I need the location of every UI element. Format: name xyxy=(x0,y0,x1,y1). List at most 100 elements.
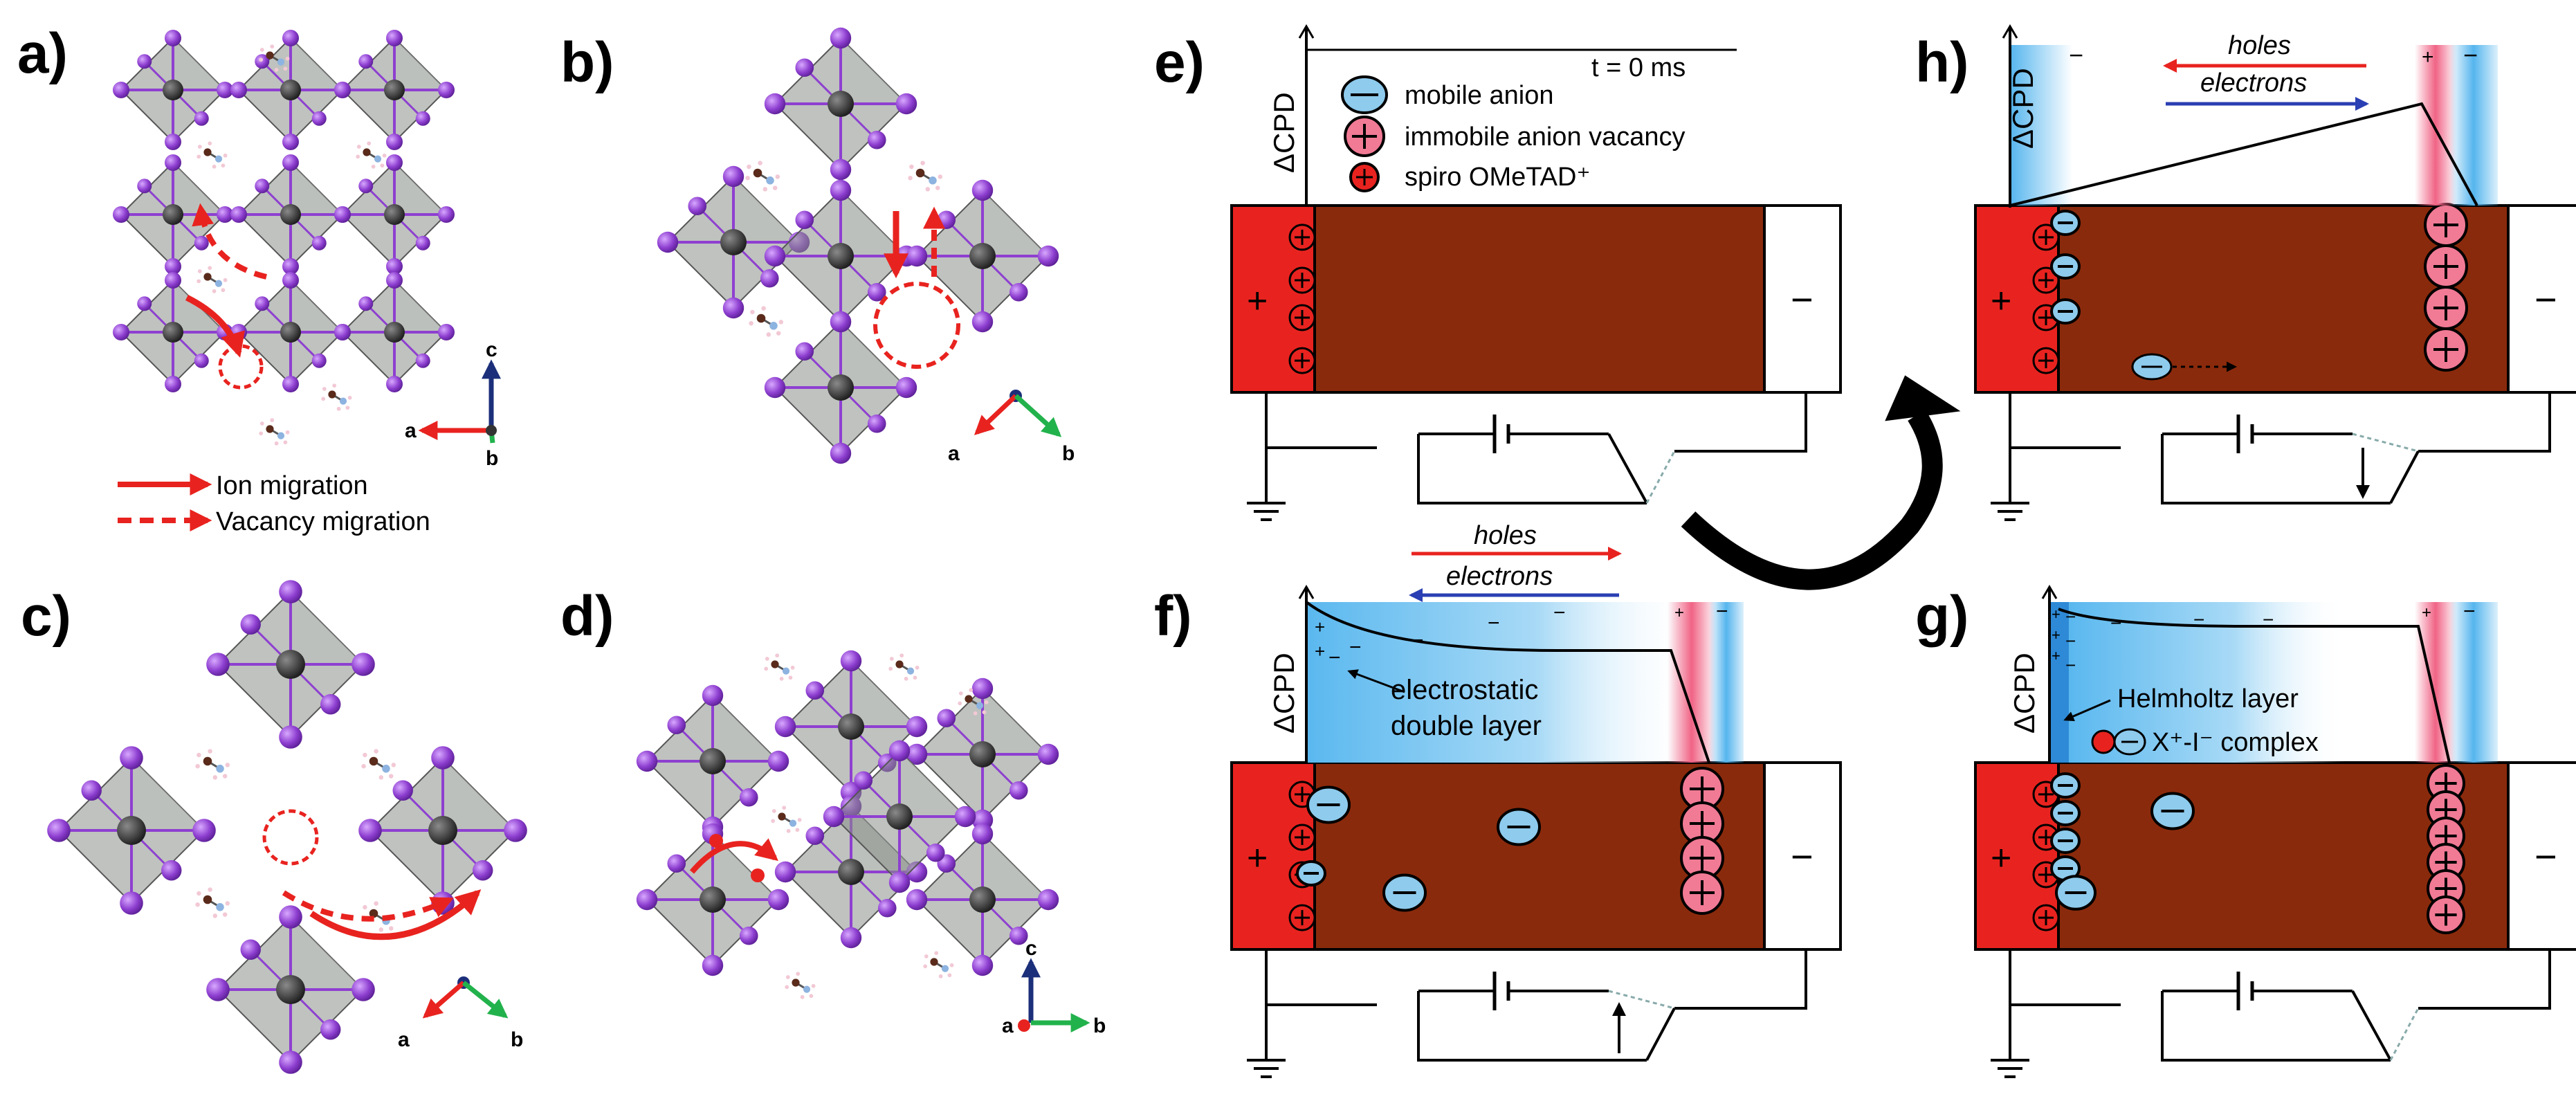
iodide-atom xyxy=(230,82,247,98)
iodide-atom xyxy=(386,272,403,289)
iodide-atom xyxy=(415,111,430,126)
methylammonium xyxy=(361,749,396,780)
device-panel-f: f) ΔCPD + + − − − − − + − electrostatic … xyxy=(1154,521,1744,763)
iodide-atom xyxy=(877,898,897,918)
svg-text:+: + xyxy=(2052,626,2061,644)
iodide-atom xyxy=(739,788,758,807)
iodide-atom xyxy=(320,694,341,715)
lead-atom xyxy=(280,80,301,100)
octahedron xyxy=(206,580,375,749)
anion-vacancy xyxy=(2424,203,2468,247)
migration-legend: Ion migration Vacancy migration xyxy=(118,471,430,536)
iodide-atom xyxy=(206,653,230,676)
octahedron xyxy=(113,154,233,275)
iodide-atom xyxy=(764,93,786,115)
iodide-atom xyxy=(823,806,845,828)
spiro-cation xyxy=(1288,347,1316,374)
external-circuit xyxy=(1247,392,1807,521)
spiro-cation xyxy=(1288,304,1316,331)
iodide-atom xyxy=(386,134,403,150)
methylammonium xyxy=(356,141,387,169)
iodide-atom xyxy=(165,134,181,150)
axis-b-label: b xyxy=(1062,442,1075,465)
iodide-atom xyxy=(255,296,270,311)
mobile-anion xyxy=(1306,785,1351,824)
iodide-atom xyxy=(351,978,375,1001)
svg-text:+: + xyxy=(1674,603,1684,622)
methylammonium xyxy=(195,749,230,780)
panel-label-g: g) xyxy=(1915,585,1968,648)
legend-immobile-vacancy: immobile anion vacancy xyxy=(1344,116,1686,157)
iodide-atom xyxy=(667,716,686,735)
svg-text:−: − xyxy=(1716,600,1728,623)
lead-atom xyxy=(828,91,854,117)
svg-text:+: + xyxy=(1315,617,1325,637)
svg-text:−: − xyxy=(1488,612,1500,635)
iodide-atom xyxy=(282,376,299,392)
panel-label-a: a) xyxy=(17,22,68,85)
iodide-atom xyxy=(282,258,299,275)
iodide-atom xyxy=(255,179,270,194)
octahedron xyxy=(764,179,917,333)
octahedron xyxy=(334,272,455,392)
iodide-atom xyxy=(906,245,928,267)
migration-arrows-d xyxy=(689,834,778,882)
iodide-atom xyxy=(774,716,796,738)
iodide-atom xyxy=(165,154,181,171)
plus-sign: + xyxy=(1247,281,1268,321)
spiro-cation xyxy=(1288,904,1316,931)
ylabel-g: ΔCPD xyxy=(2008,653,2040,734)
axis-a-label: a xyxy=(1002,1014,1014,1037)
mobile-anion xyxy=(2050,253,2081,280)
iodide-atom xyxy=(840,650,862,672)
complex-label: X⁺-I⁻ complex xyxy=(2152,728,2319,757)
octahedron xyxy=(906,179,1059,333)
lead-atom xyxy=(969,243,996,269)
iodide-atom xyxy=(971,954,994,976)
methylammonium xyxy=(197,266,228,293)
migration-arrows-c xyxy=(262,809,482,940)
lead-atom xyxy=(276,975,305,1004)
iodide-atom xyxy=(971,311,994,333)
methylammonium xyxy=(958,688,989,716)
iodide-atom xyxy=(81,780,102,801)
axis-c-label: c xyxy=(1025,937,1037,960)
iodide-atom xyxy=(926,843,945,862)
mobile-anion xyxy=(2050,828,2081,854)
electron-contact xyxy=(2507,204,2576,394)
lead-atom xyxy=(163,80,183,100)
octahedron xyxy=(906,823,1059,976)
iodide-atom xyxy=(334,206,351,223)
axis-b-label: b xyxy=(486,447,498,470)
iodide-atom xyxy=(667,854,686,873)
svg-text:−: − xyxy=(1553,601,1566,624)
lead-atom xyxy=(384,204,405,225)
octahedron xyxy=(47,746,216,915)
lead-atom xyxy=(838,859,864,885)
iodide-atom xyxy=(767,889,789,911)
methylammonium xyxy=(195,887,230,918)
axis-triad-d: c a b xyxy=(1002,937,1106,1037)
iodide-atom xyxy=(764,245,786,267)
electron-contact xyxy=(2507,761,2576,951)
anion-vacancy xyxy=(2424,286,2468,330)
iodide-atom xyxy=(1037,245,1059,267)
electron-contact xyxy=(1763,761,1842,951)
svg-text:−: − xyxy=(2463,41,2478,69)
panel-label-f: f) xyxy=(1154,585,1192,648)
iodide-atom xyxy=(282,134,299,150)
iodide-atom xyxy=(230,206,247,223)
octahedron xyxy=(230,154,351,275)
iodide-atom xyxy=(722,297,745,319)
iodide-atom xyxy=(192,819,216,842)
axis-a-label: a xyxy=(398,1028,410,1051)
device-f: +− xyxy=(1230,761,1842,1078)
iodide-atom xyxy=(386,376,403,392)
iodide-atom xyxy=(805,826,825,846)
iodide-atom xyxy=(906,743,928,765)
lead-atom xyxy=(384,322,405,343)
iodide-atom xyxy=(795,342,814,361)
iodide-atom xyxy=(311,111,327,126)
iodide-atom xyxy=(830,311,852,333)
